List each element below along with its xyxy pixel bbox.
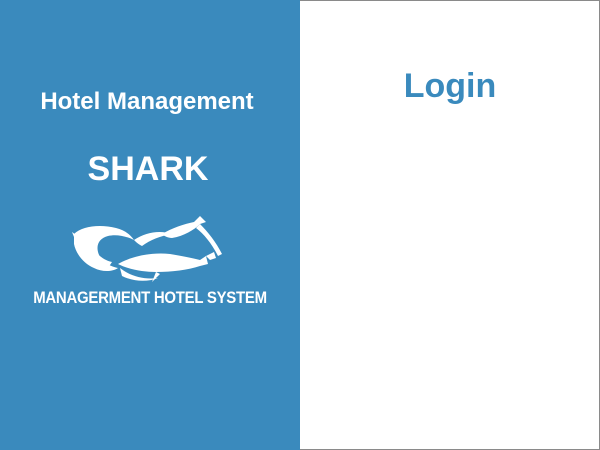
login-panel: Login	[300, 0, 600, 450]
branding-panel: Hotel Management SHARK MANAGERMENT HOTEL	[0, 0, 300, 450]
brand-name: SHARK	[87, 150, 209, 188]
login-title: Login	[403, 67, 497, 105]
shark-logo-icon	[72, 216, 222, 282]
logo-caption: MANAGERMENT HOTEL SYSTEM	[33, 288, 267, 307]
app-title: Hotel Management	[40, 88, 254, 115]
